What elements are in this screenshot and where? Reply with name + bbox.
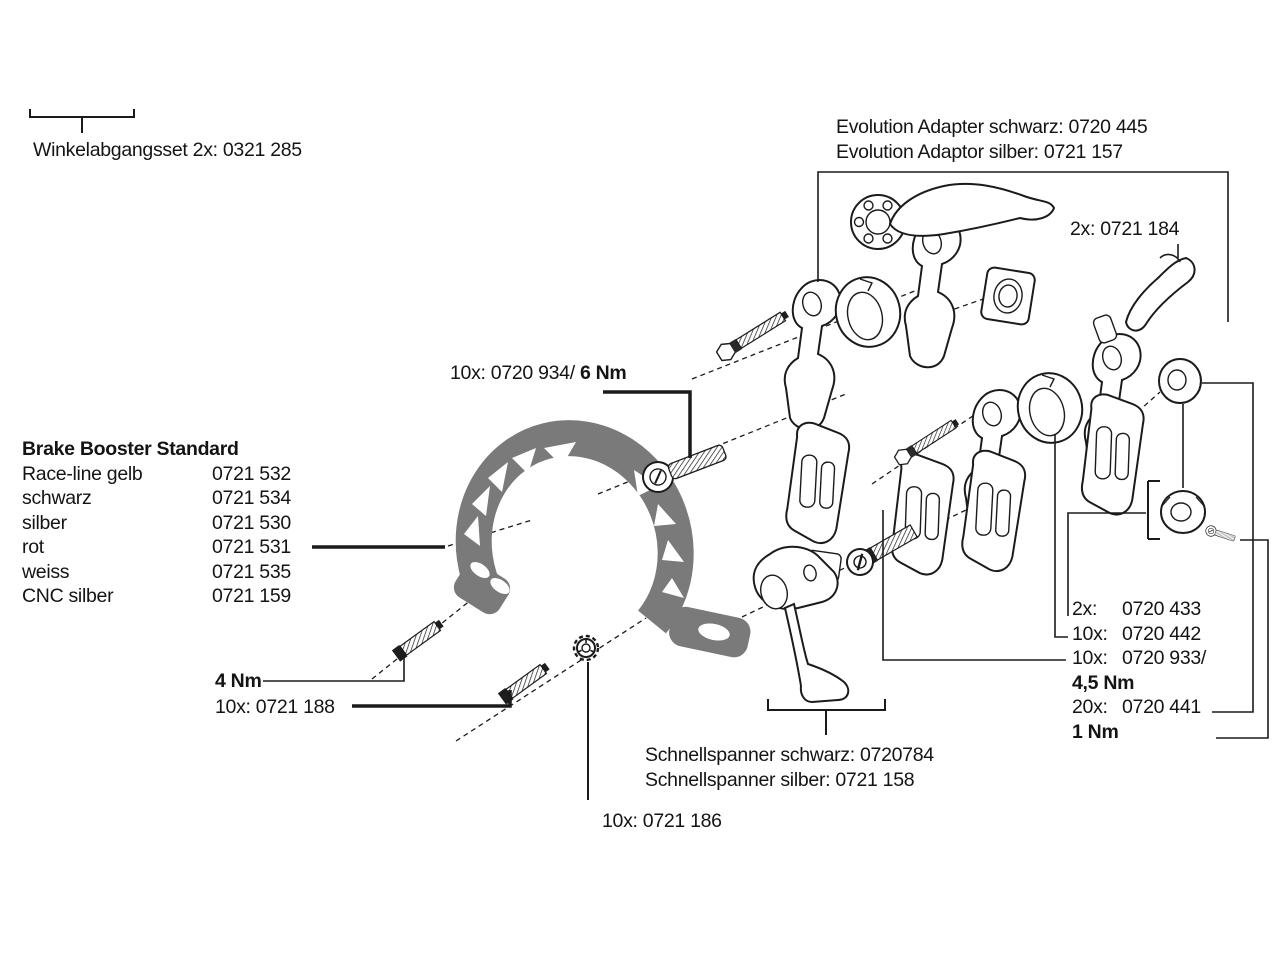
schnellspanner-bracket [767, 699, 886, 735]
torque-45nm: 4,5 Nm [1072, 671, 1135, 694]
evolution-adapter-line2: Evolution Adaptor silber: 0721 157 [836, 140, 1123, 163]
torque-bolt-leader [603, 390, 692, 458]
torque-bolt-icon [637, 436, 731, 498]
nut-433-leader [1067, 512, 1146, 616]
mount-bolt-label: 10x: 0721 188 [215, 696, 335, 718]
brake-booster-title: Brake Booster Standard [22, 438, 239, 460]
small-bolt-icon [1204, 524, 1237, 545]
schnellspanner-assembly [752, 524, 919, 704]
list-item: 2x: 0720 433 [1072, 598, 1201, 620]
torque-4nm-leader [263, 654, 405, 682]
quick-release-lever-right [1092, 253, 1196, 344]
quick-release-lever-upper [850, 182, 1056, 250]
evolution-adapter-assembly-right [891, 253, 1237, 574]
evolution-adapter-line1: Evolution Adapter schwarz: 0720 445 [836, 116, 1148, 138]
torque-1nm: 1 Nm [1072, 720, 1119, 743]
list-item: 10x: 0720 442 [1072, 622, 1201, 645]
table-row: Race-line gelb 0721 532 [22, 462, 291, 485]
evolution-bracket [817, 171, 1229, 322]
screw-leader [882, 510, 1066, 661]
flanged-nut [1160, 490, 1206, 534]
table-row: weiss 0721 535 [22, 560, 291, 583]
list-item: 10x: 0720 933/ [1072, 647, 1207, 669]
booster-hardware [391, 436, 731, 706]
schnellspanner-label: Schnellspanner schwarz: 0720784 Schnells… [645, 743, 934, 792]
washer-441-leader [1202, 382, 1254, 713]
washer-442-leader [1054, 434, 1068, 638]
serrated-nut-icon [572, 634, 600, 662]
adapter-clamp-label: 2x: 0721 184 [1070, 218, 1180, 240]
table-row: schwarz 0721 534 [22, 487, 291, 509]
evolution-adapter-label: Evolution Adapter schwarz: 0720 445 Evol… [836, 115, 1148, 164]
mount-bolt-leader [352, 690, 512, 708]
table-row: rot 0721 531 [22, 536, 291, 558]
booster-bolt-torque: 6 Nm [579, 362, 627, 384]
winkelabgangsset-label: Winkelabgangsset 2x: 0321 285 [33, 139, 302, 161]
table-row: CNC silber 0721 159 [22, 585, 291, 607]
table-row: silber 0721 530 [22, 511, 291, 534]
schnellspanner-line1: Schnellspanner schwarz: 0720784 [645, 744, 934, 766]
adjuster-screw-icon [846, 524, 919, 576]
mount-bolt-icon [391, 616, 447, 663]
leader-lines [29, 109, 1269, 800]
list-item: 20x: 0720 441 [1072, 696, 1201, 718]
evolution-adapter-assembly-upper [713, 182, 1056, 577]
nut-bracket [1147, 480, 1160, 540]
booster-bolt-label: 10x: 0720 934/ 6 Nm [450, 361, 627, 386]
small-bolt-leader [1216, 539, 1269, 739]
square-washer [980, 266, 1036, 326]
mount-bolt-icon [497, 659, 553, 706]
booster-nut-label: 10x: 0721 186 [602, 810, 722, 832]
brake-booster-part [453, 420, 751, 658]
right-parts-list: 2x: 0720 433 10x: 0720 442 10x: 0720 933… [1072, 597, 1206, 744]
brake-booster-table: Brake Booster Standard Race-line gelb 07… [22, 437, 291, 609]
mount-bolt-torque: 4 Nm [215, 670, 262, 692]
round-washer [1158, 358, 1202, 404]
booster-bolt-code: 10x: 0720 934/ [450, 362, 580, 384]
winkel-bracket [29, 109, 135, 133]
schnellspanner-line2: Schnellspanner silber: 0721 158 [645, 768, 915, 791]
